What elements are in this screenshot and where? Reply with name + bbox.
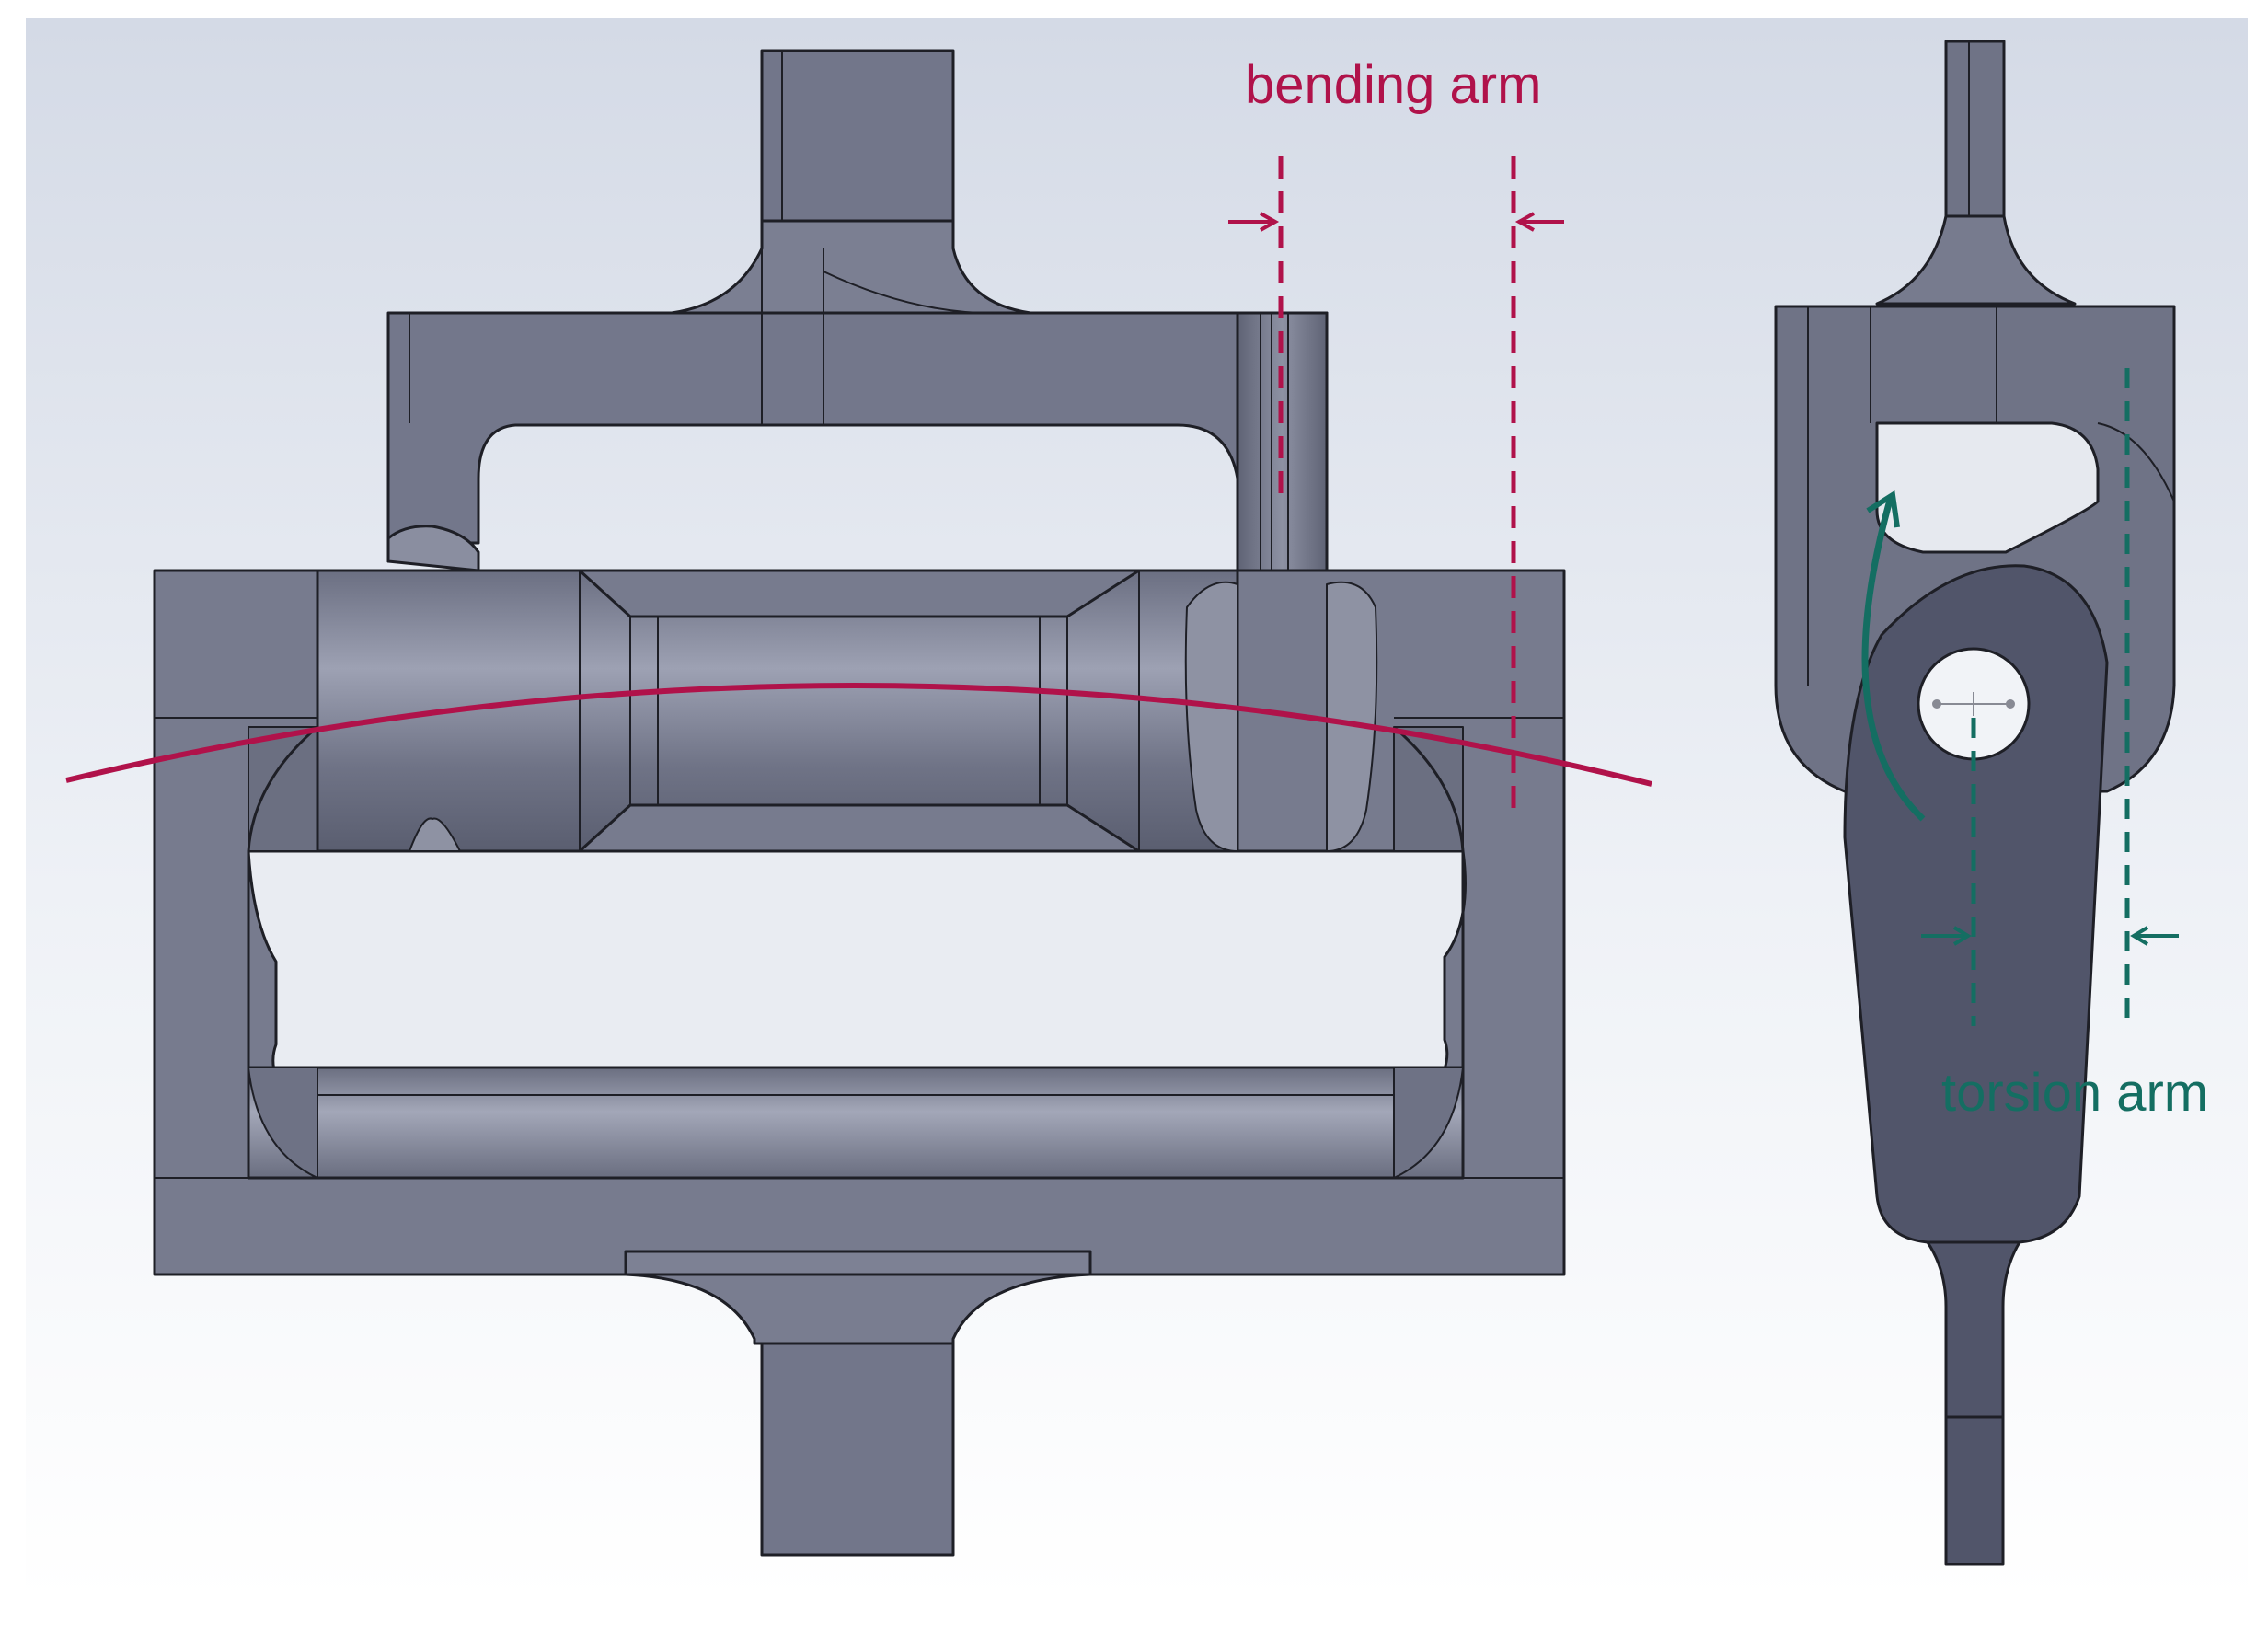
left-knob: [386, 525, 480, 572]
torsion-lever: [1843, 564, 2109, 1244]
bending-curve: [65, 683, 1652, 787]
torsion-arm-label: torsion arm: [1941, 1063, 2208, 1123]
torsion-rotation-arrow: [1861, 496, 1926, 822]
front-view-part: [153, 49, 1566, 1557]
bending-arm-label: bending arm: [1245, 55, 1541, 115]
bottom-tab: [760, 1342, 955, 1557]
lower-bar: [247, 1066, 1465, 1180]
bottom-flare: [624, 1250, 1092, 1276]
torsion-arrow-left: [1921, 926, 1972, 946]
upper-yoke: [386, 311, 1329, 572]
side-yoke-window: [1875, 421, 2100, 554]
bending-arrow-left: [1228, 212, 1280, 232]
side-bottom-stem: [1944, 1415, 2005, 1566]
torsion-rotation-arrowhead: [1866, 490, 1900, 528]
clevis-lobe-right: [1326, 581, 1378, 852]
side-view-part: [1774, 40, 2176, 1566]
side-top-stem: [1944, 40, 2006, 250]
bending-arrow-right: [1514, 212, 1564, 232]
torsion-arrow-right: [2130, 926, 2179, 946]
clevis-lobe-left: [1184, 581, 1238, 852]
pin-center-marker: [1932, 692, 2015, 716]
top-tab: [760, 49, 955, 223]
